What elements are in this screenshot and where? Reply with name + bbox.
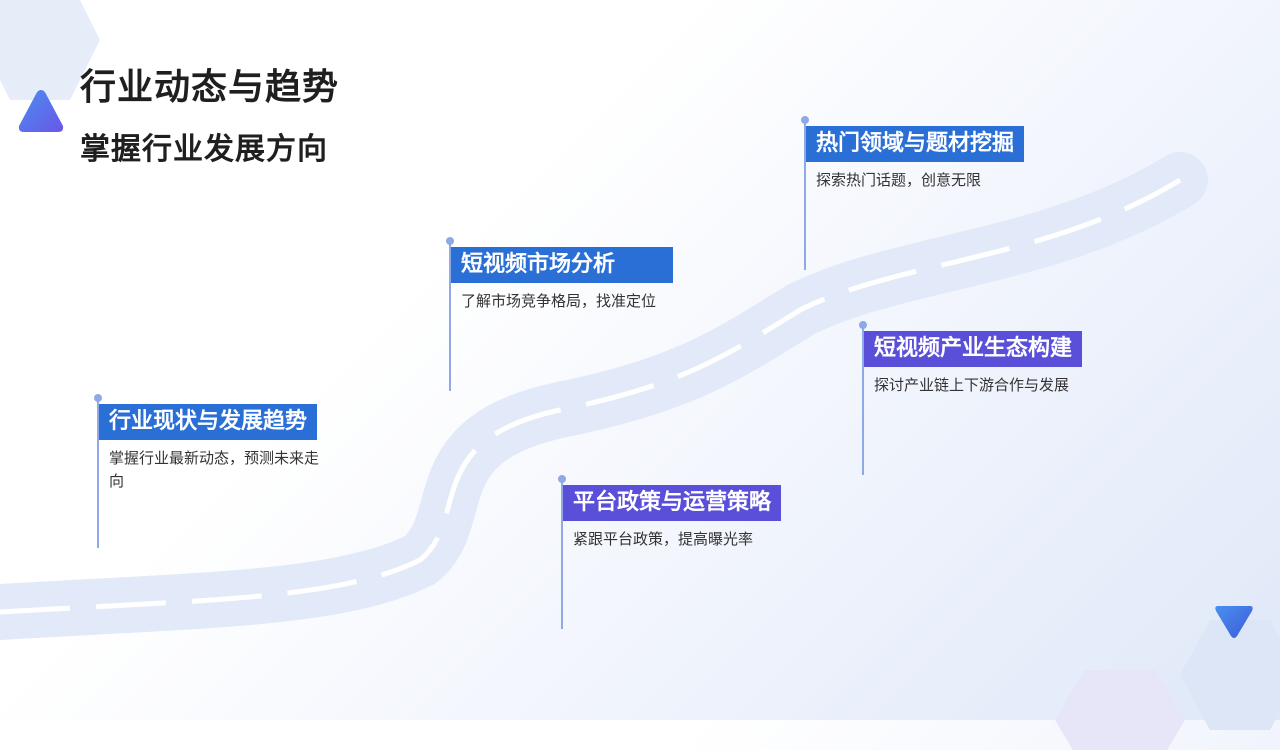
milestone-title: 平台政策与运营策略 — [563, 485, 782, 521]
milestone-line — [97, 398, 99, 548]
milestone-line — [862, 325, 864, 475]
milestone-title: 短视频市场分析 — [451, 247, 674, 283]
milestone-description: 紧跟平台政策，提高曝光率 — [573, 530, 754, 548]
milestone-dot — [801, 116, 809, 124]
milestone-description: 了解市场竞争格局，找准定位 — [461, 292, 657, 310]
milestone-title: 热门领域与题材挖掘 — [806, 126, 1025, 162]
milestone-title: 行业现状与发展趋势 — [99, 404, 318, 440]
milestone-title: 短视频产业生态构建 — [864, 331, 1083, 367]
triangle-up-icon — [18, 90, 64, 132]
triangle-down-icon — [1215, 606, 1253, 638]
milestone-dot — [558, 475, 566, 483]
milestone-dot — [859, 321, 867, 329]
milestone-line — [561, 479, 563, 629]
hexagon-decoration-bottom-right — [1180, 620, 1280, 730]
page-title: 行业动态与趋势 — [80, 67, 340, 108]
milestone-line — [449, 241, 451, 391]
milestone-line — [804, 120, 806, 270]
milestone-dot — [446, 237, 454, 245]
page-subtitle: 掌握行业发展方向 — [80, 132, 328, 167]
hexagon-decoration-top-left — [0, 0, 100, 100]
road-illustration — [0, 152, 1208, 640]
milestone-dot — [94, 394, 102, 402]
milestone-description: 探讨产业链上下游合作与发展 — [874, 376, 1070, 394]
milestone-description: 掌握行业最新动态，预测未来走向 — [109, 449, 320, 490]
milestone-description: 探索热门话题，创意无限 — [816, 171, 982, 189]
